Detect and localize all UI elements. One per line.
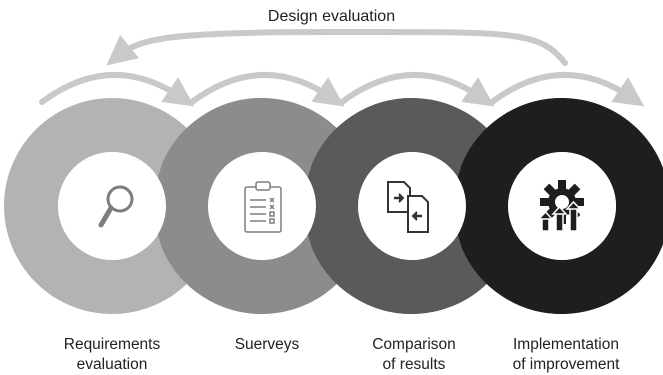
stage-label-implementation: Implementation of improvement (481, 335, 651, 375)
stage-label-line2: evaluation (76, 356, 148, 373)
stage-label-line2: of results (382, 356, 446, 373)
design-evaluation-label: Design evaluation (267, 8, 396, 25)
stage-label-comparison: Comparison of results (329, 335, 499, 375)
ring-comparison-bottom (310, 211, 439, 315)
documents-compare-icon (387, 181, 429, 233)
disc-2 (208, 152, 316, 260)
design-evaluation-arrow (106, 28, 568, 66)
flow-arrow-4 (489, 71, 645, 107)
ring-surveys-overlap (160, 97, 289, 201)
stage-label-line2: of improvement (512, 356, 620, 373)
flow-arrow-1 (39, 71, 195, 107)
magnifier-icon (98, 185, 134, 228)
stage-label-line1: Implementation (513, 336, 619, 353)
stage-label-requirements: Requirements evaluation (27, 335, 197, 375)
gear-growth-icon (537, 180, 584, 232)
stage-label-line1: Comparison (372, 336, 456, 353)
stage-label-line1: Suerveys (234, 336, 300, 353)
flow-arrow-3 (339, 71, 495, 107)
stage-label-surveys: Suerveys (182, 335, 352, 355)
ring-surveys-bottom (160, 211, 289, 315)
ring-implementation-overlap (460, 97, 589, 201)
clipboard-checklist-icon (244, 181, 282, 233)
ring-comparison-overlap (310, 97, 439, 201)
ring-implementation-bottom (460, 211, 589, 315)
flow-arrow-2 (189, 71, 345, 107)
stage-label-line1: Requirements (63, 336, 161, 353)
